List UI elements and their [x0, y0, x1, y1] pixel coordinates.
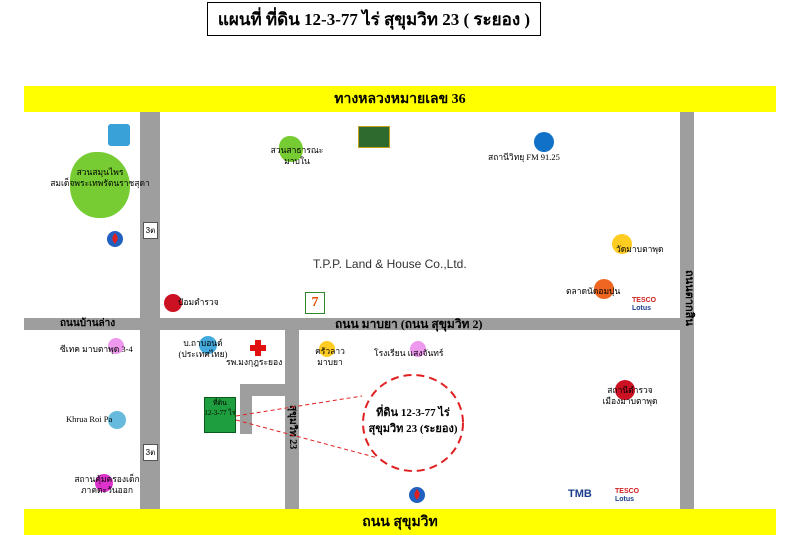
- map-title: แผนที่ ที่ดิน 12-3-77 ไร่ สุขุมวิท 23 ( …: [207, 2, 541, 36]
- ptt-logo-icon: [408, 486, 426, 504]
- market-marker-icon: [594, 279, 614, 299]
- highway-36-road: ทางหลวงหมายเลข 36: [24, 86, 776, 112]
- land-plot-label: ที่ดิน 12-3-77 ไร่: [204, 399, 236, 417]
- temple-marker-icon: [612, 234, 632, 254]
- police-station-label: สถานีตำรวจ เมืองมาบตาพุด: [602, 385, 658, 406]
- land-callout-text: ที่ดิน 12-3-77 ไร่ สุขุมวิท 23 (ระยอง): [358, 405, 468, 437]
- ptt-logo-icon: [106, 230, 124, 248]
- market-label: ตลาดนัดอมปุน: [566, 286, 621, 296]
- left-vertical-road: [140, 112, 160, 509]
- company-thai-label: บ.ถาบอนด์ (ประเทศไทย): [178, 338, 228, 359]
- callout-line-lower: [235, 419, 379, 459]
- callout-line-upper: [235, 395, 363, 417]
- police-booth-label: ป้อมตำรวจ: [178, 297, 219, 307]
- kitchen-marker-icon: [319, 341, 335, 357]
- magenta-marker-icon: [95, 474, 113, 492]
- highway-sign-icon: 3ต: [143, 222, 158, 239]
- callout-circle: [362, 374, 464, 472]
- tmb-logo-icon: TMB: [568, 488, 592, 500]
- child-center-label: สถานคุ้มครองเด็ก ภาคตะวันออก: [74, 474, 140, 495]
- callout-line1: ที่ดิน 12-3-77 ไร่: [376, 407, 450, 419]
- soi-23-road: [285, 330, 299, 509]
- mabya-road-label: ถนน มาบยา (ถนน สุขุมวิท 2): [335, 317, 483, 331]
- cheap-mart-label: ซีเทค มาบตาพุด 3-4: [60, 344, 133, 354]
- tree-icon: [279, 136, 303, 162]
- public-park-label: สวนสาธารณะ มาบใน: [270, 145, 324, 166]
- callout-line2: สุขุมวิท 23 (ระยอง): [368, 423, 458, 435]
- sukhumvit-road: ถนน สุขุมวิท: [24, 509, 776, 535]
- land-plot-marker: [204, 397, 236, 433]
- khrua-label: Khrua Roi Pa: [66, 414, 113, 424]
- radio-label: สถานีวิทยุ FM 91.25: [488, 152, 560, 162]
- sukhumvit-label: ถนน สุขุมวิท: [362, 515, 438, 530]
- right-road-label: ถนนตากสิน: [683, 270, 695, 326]
- tree-icon: [70, 152, 130, 218]
- school-marker-icon: [410, 341, 426, 357]
- company-marker-icon: [199, 336, 217, 354]
- bank-logo-icon: [108, 124, 130, 146]
- highway-sign-icon: 3ต: [143, 444, 158, 461]
- cafe-logo-icon: [358, 126, 390, 148]
- school-label: โรงเรียน แสงจันทร์: [374, 348, 444, 358]
- ban-lang-road-label: ถนนบ้านล่าง: [60, 318, 116, 329]
- blue-marker-icon: [108, 411, 126, 429]
- pink-marker-icon: [108, 338, 124, 354]
- soi-23-label: สุขุมวิท 23: [287, 405, 298, 450]
- police-station-marker-icon: [615, 380, 635, 400]
- herb-park-label: สวนสมุนไพร สมเด็จพระเทพรัตนราชสุดา: [50, 167, 150, 188]
- right-vertical-road: [680, 112, 694, 509]
- police-marker-icon: [164, 294, 182, 312]
- hospital-cross-icon: [250, 340, 266, 356]
- radio-marker-icon: [534, 132, 554, 152]
- temple-label: วัดมาบตาพุด: [616, 244, 664, 254]
- kitchen-label: ครัวลาว มาบยา: [315, 346, 345, 367]
- seven-eleven-icon: 7: [305, 292, 325, 314]
- hospital-label: รพ.มงกุฎระยอง: [226, 357, 283, 367]
- company-name: T.P.P. Land & House Co.,Ltd.: [313, 257, 467, 271]
- highway-36-label: ทางหลวงหมายเลข 36: [334, 92, 466, 107]
